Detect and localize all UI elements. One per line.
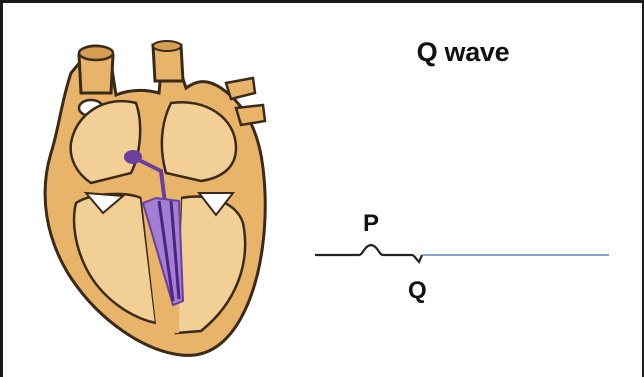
q-deflection [413,255,422,262]
pulmonary-vessel [153,41,183,81]
diagram-title: Q wave [363,37,563,68]
p-wave-label: P [363,210,379,237]
ecg-trace: P Q [303,198,623,308]
heart-illustration [31,33,281,363]
q-wave-label: Q [408,277,427,304]
recorded-trace [315,245,413,255]
aorta-vessel [79,46,113,93]
